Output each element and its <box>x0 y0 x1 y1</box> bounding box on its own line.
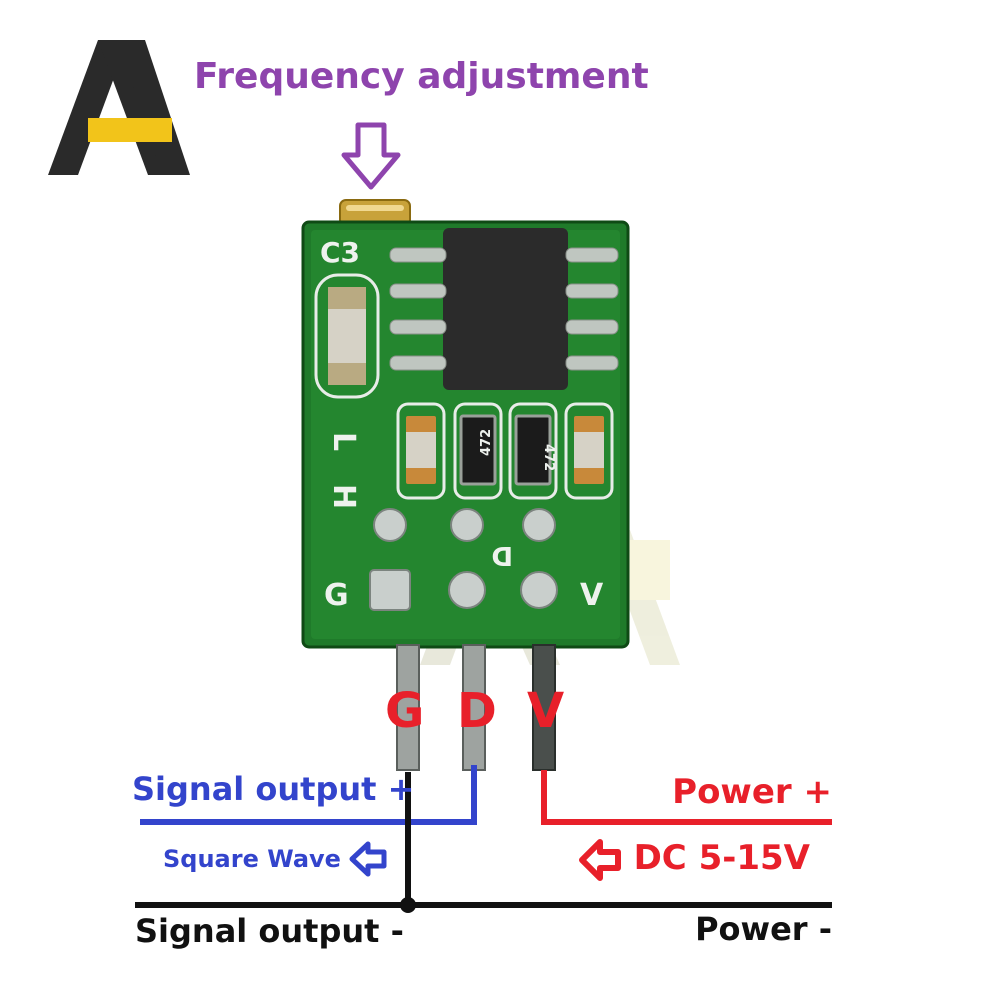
signal-output-minus-label: Signal output - <box>135 912 404 950</box>
junction-dot <box>400 897 416 913</box>
wiring <box>135 765 832 913</box>
silk-c3: C3 <box>320 236 360 269</box>
dc-range-label: DC 5-15V <box>633 838 810 878</box>
frequency-adjustment-label: Frequency adjustment <box>194 56 649 97</box>
ic-chip <box>389 228 619 390</box>
silk-res2: 472 <box>541 444 556 471</box>
solder-pads <box>369 508 558 611</box>
silk-l: L <box>326 432 361 451</box>
smd-components <box>396 402 614 500</box>
silkscreen-text: C3 L H D G V 472 472 <box>320 236 604 613</box>
trimmer-potentiometer <box>339 199 411 227</box>
capacitor-c3 <box>314 273 380 399</box>
square-wave-label: Square Wave <box>163 845 341 873</box>
silk-v: V <box>580 578 604 613</box>
silk-g: G <box>324 578 349 613</box>
power-plus-label: Power + <box>672 772 832 812</box>
pin-d-label: D <box>457 683 497 739</box>
signal-plus-wire <box>140 765 477 825</box>
left-arrow-icon <box>579 839 621 881</box>
header-pins <box>396 644 556 771</box>
power-plus-wire <box>541 770 832 825</box>
brand-logo-icon <box>48 40 190 175</box>
silk-d: D <box>491 540 513 570</box>
left-arrow-icon <box>349 841 387 877</box>
signal-output-plus-label: Signal output + <box>132 770 415 808</box>
power-minus-label: Power - <box>695 910 832 948</box>
silk-h: H <box>326 484 361 509</box>
down-arrow-icon <box>341 122 401 190</box>
silk-res1: 472 <box>479 429 494 456</box>
pin-g-label: G <box>385 683 425 739</box>
pin-v-label: V <box>527 683 565 739</box>
